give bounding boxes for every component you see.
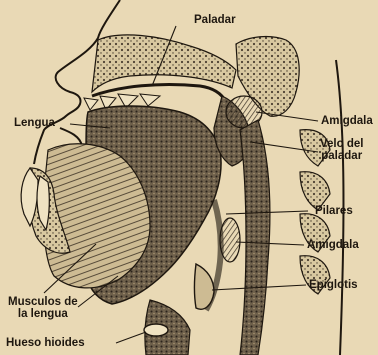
label-lengua: Lengua [14,117,55,129]
tonsil-lower [220,218,240,262]
label-epiglotis: Epiglotis [309,279,358,291]
label-musculos-de-la-lengua: Musculos de la lengua [8,296,78,320]
label-pilares: Pilares [315,205,353,217]
label-paladar: Paladar [194,14,236,26]
label-musculos-line1: Musculos de [8,296,78,308]
hyoid-bone [144,324,168,336]
label-hueso-hioides: Hueso hioides [6,337,85,349]
label-velo-del-paladar: Velo del paladar [320,138,363,162]
epiglottis [195,264,215,309]
pharynx-wall [240,120,270,355]
label-velo-line2: paladar [320,150,363,162]
label-amigdala-low: Amigdala [307,239,359,251]
label-amigdala-top: Amigdala [321,115,373,127]
label-musculos-line2: la lengua [8,308,78,320]
label-velo-line1: Velo del [320,138,363,150]
